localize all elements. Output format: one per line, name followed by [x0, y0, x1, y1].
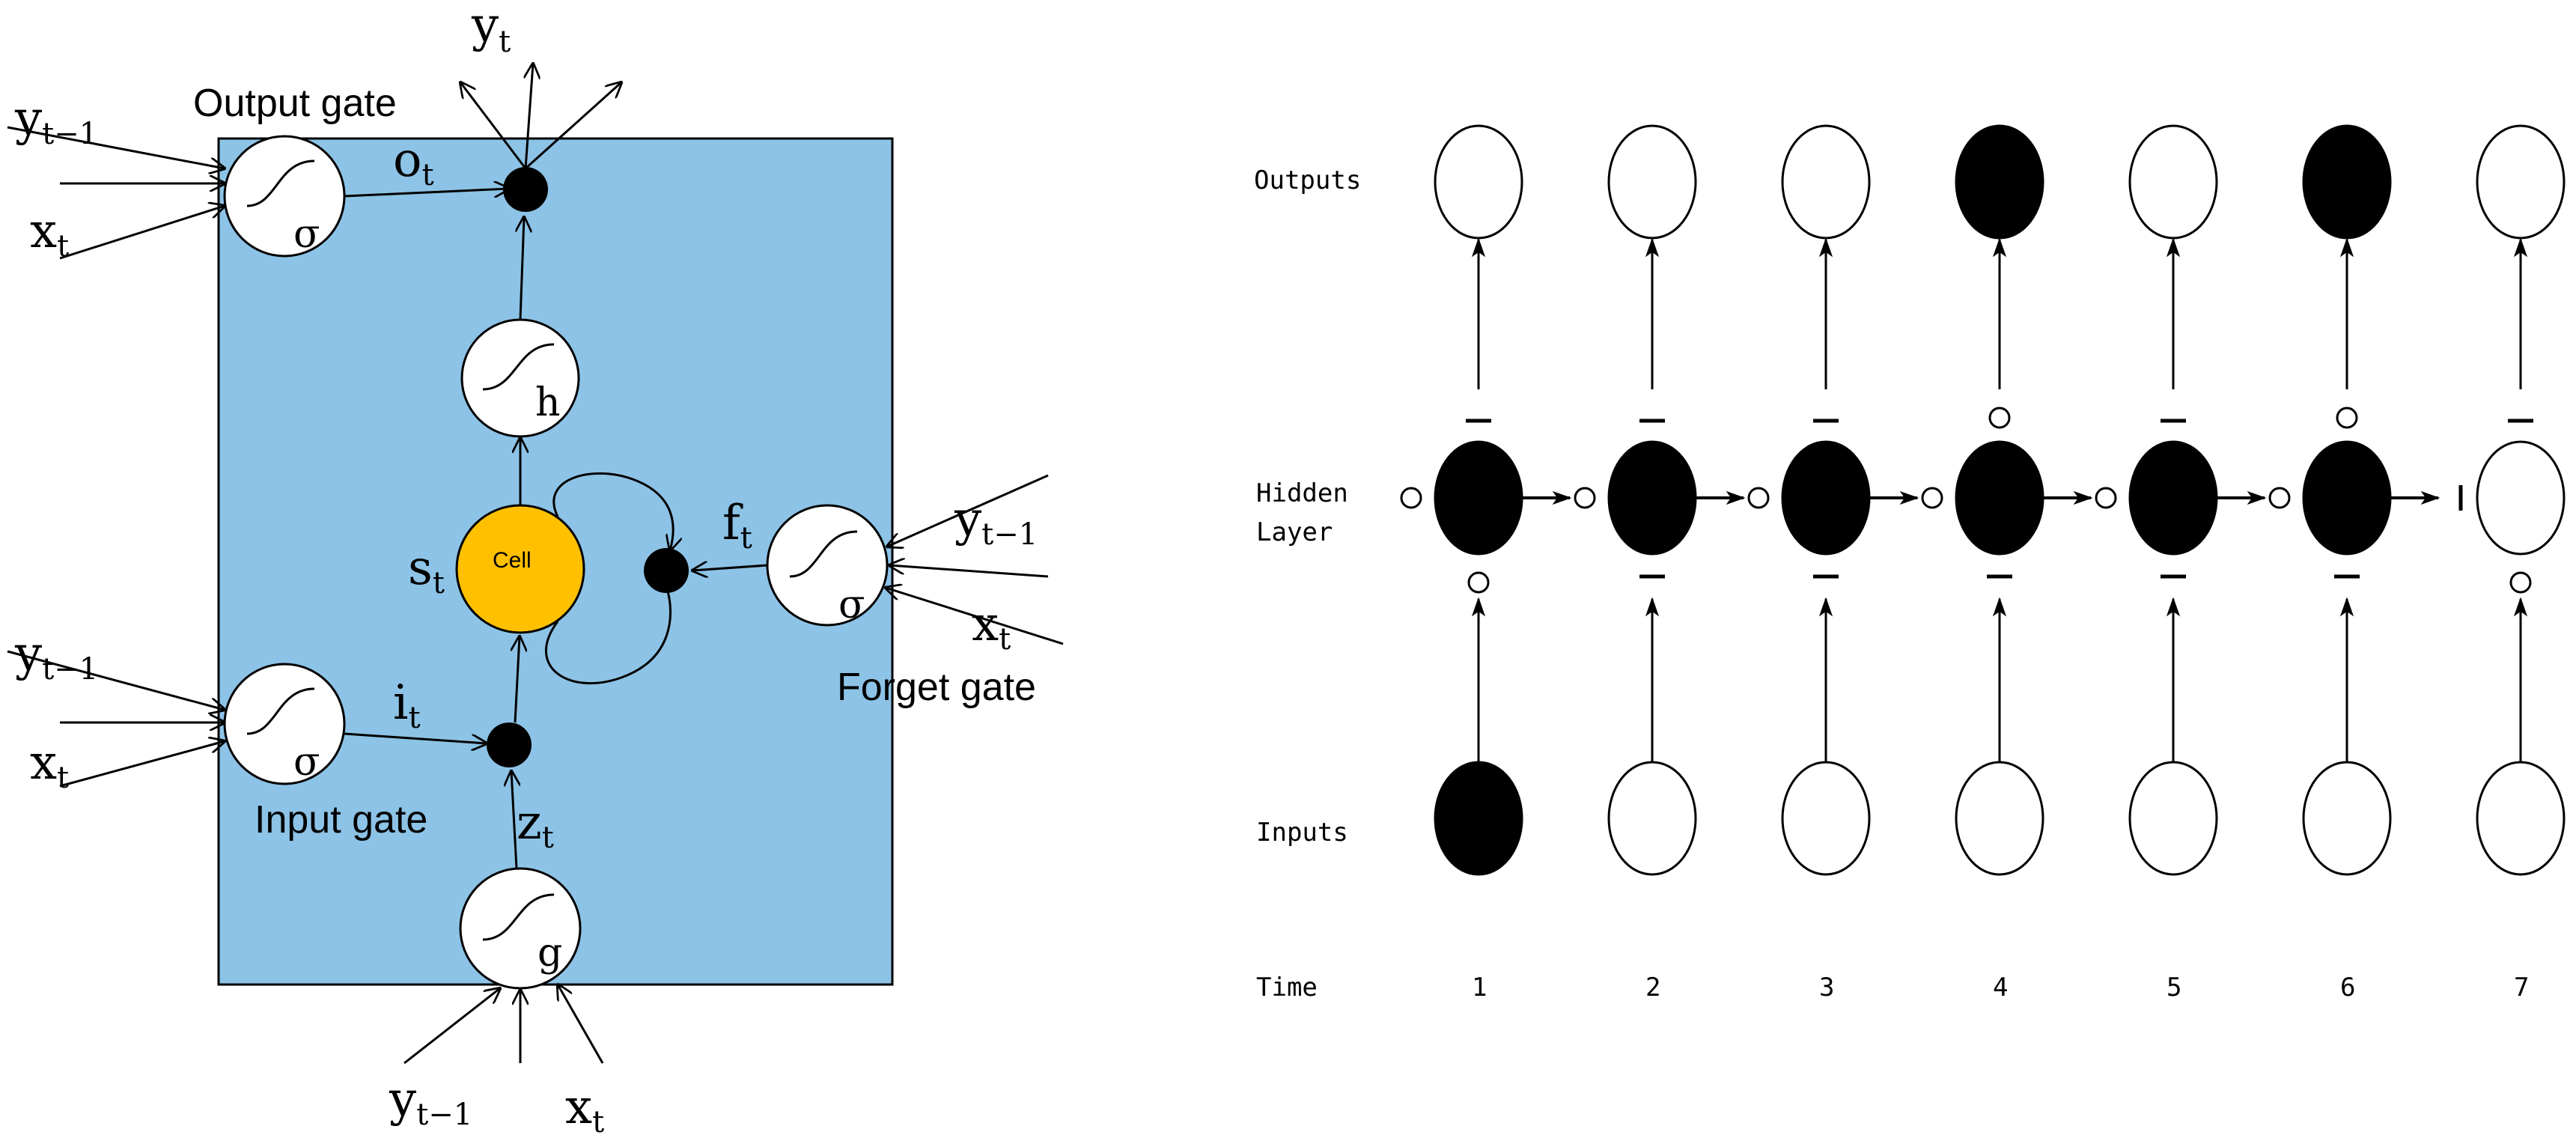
in-y-t-1-symbol: yt−1	[14, 627, 98, 687]
input-node-1	[1434, 761, 1523, 876]
forget-gate: σ ft yt−1 xt Forget gate	[692, 474, 1064, 709]
input-gate: σ Input gate	[7, 650, 427, 842]
input-multiplier	[487, 722, 532, 767]
forget-gate-open-marker-6	[2268, 487, 2291, 509]
input-gate-open-marker-7	[2509, 571, 2532, 594]
hidden-row-label-line2: Layer	[1256, 517, 1333, 547]
time-tick-4: 4	[1993, 973, 2008, 1003]
output-node-1	[1434, 124, 1523, 240]
time-tick-3: 3	[1819, 973, 1834, 1003]
forget-y-t-1-symbol: yt−1	[954, 492, 1038, 552]
output-node-7	[2476, 124, 2566, 240]
input-gate-open-marker-1	[1467, 571, 1490, 594]
lstm-diagram: σ Output gate ot yt h Cell st σ	[7, 0, 1064, 1065]
hidden-row-label-line1: Hidden	[1256, 478, 1348, 508]
hidden-node-3	[1781, 440, 1871, 556]
time-tick-1: 1	[1472, 973, 1487, 1003]
input-node-4	[1955, 761, 2044, 876]
hidden-node-1	[1434, 440, 1523, 556]
output-node-6	[2302, 124, 2392, 240]
forget-gate-sigmoid-icon	[766, 504, 889, 627]
forget-gate-sigma: σ	[838, 582, 865, 627]
output-multiplier	[503, 167, 548, 212]
g-x-t-symbol: xt	[565, 1080, 604, 1140]
outputs-row-label: Outputs	[1254, 165, 1361, 195]
hidden-node-5	[2128, 440, 2218, 556]
time-tick-7: 7	[2514, 973, 2529, 1003]
g-y-t-1-symbol: yt−1	[389, 1072, 472, 1132]
input-node-3	[1781, 761, 1871, 876]
input-node-2	[1607, 761, 1697, 876]
hidden-node-6	[2302, 440, 2392, 556]
inputs-row-label: Inputs	[1256, 818, 1348, 848]
output-node-2	[1607, 124, 1697, 240]
time-tick-2: 2	[1645, 973, 1660, 1003]
output-gate-sigmoid-icon	[223, 135, 346, 258]
forget-gate-open-marker-4	[1921, 487, 1943, 509]
f-t-symbol: ft	[722, 496, 752, 556]
time-tick-5: 5	[2167, 973, 2181, 1003]
output-node-4	[1955, 124, 2044, 240]
output-gate: σ Output gate	[7, 82, 397, 260]
output-node-5	[2128, 124, 2218, 240]
forget-gate-open-marker-1	[1400, 487, 1422, 509]
forget-x-t-symbol: xt	[972, 597, 1011, 657]
out-y-t-1-symbol: yt−1	[14, 91, 98, 151]
cell-label: Cell	[493, 548, 532, 573]
hidden-node-7	[2476, 440, 2566, 556]
i-t-symbol: it	[393, 675, 421, 735]
y-t-output-symbol: yt	[471, 0, 511, 59]
input-gate-sigmoid-icon	[223, 663, 346, 785]
s-t-symbol: st	[408, 541, 445, 600]
input-node-6	[2302, 761, 2392, 876]
output-node-3	[1781, 124, 1871, 240]
output-gate-label: Output gate	[193, 82, 397, 125]
input-node-5	[2128, 761, 2218, 876]
o-t-symbol: ot	[393, 133, 434, 192]
rnn-timeline: Outputs Hidden Layer Inputs Time 1 2 3 4 5 6 7	[1254, 124, 2566, 1003]
out-x-t-symbol: xt	[30, 204, 69, 264]
forget-gate-open-marker-5	[2095, 487, 2117, 509]
output-gate-sigma: σ	[293, 212, 320, 257]
forget-multiplier	[644, 548, 689, 593]
forget-gate-label: Forget gate	[837, 666, 1036, 709]
output-gate-open-marker-6	[2336, 407, 2358, 429]
z-t-symbol: zt	[517, 795, 554, 855]
input-node-7	[2476, 761, 2566, 876]
output-gate-open-marker-4	[1988, 407, 2011, 429]
time-row-label: Time	[1256, 973, 1318, 1003]
forget-gate-open-marker-2	[1574, 487, 1596, 509]
hidden-node-4	[1955, 440, 2044, 556]
in-x-t-symbol: xt	[30, 735, 69, 795]
g-activation-icon	[459, 867, 582, 990]
h-activation-icon	[460, 318, 580, 438]
time-tick-6: 6	[2340, 973, 2355, 1003]
input-gate-sigma: σ	[293, 740, 320, 785]
h-label: h	[535, 380, 561, 425]
forget-gate-open-marker-3	[1747, 487, 1770, 509]
g-label: g	[538, 931, 562, 976]
input-gate-label: Input gate	[255, 798, 427, 842]
hidden-node-2	[1607, 440, 1697, 556]
